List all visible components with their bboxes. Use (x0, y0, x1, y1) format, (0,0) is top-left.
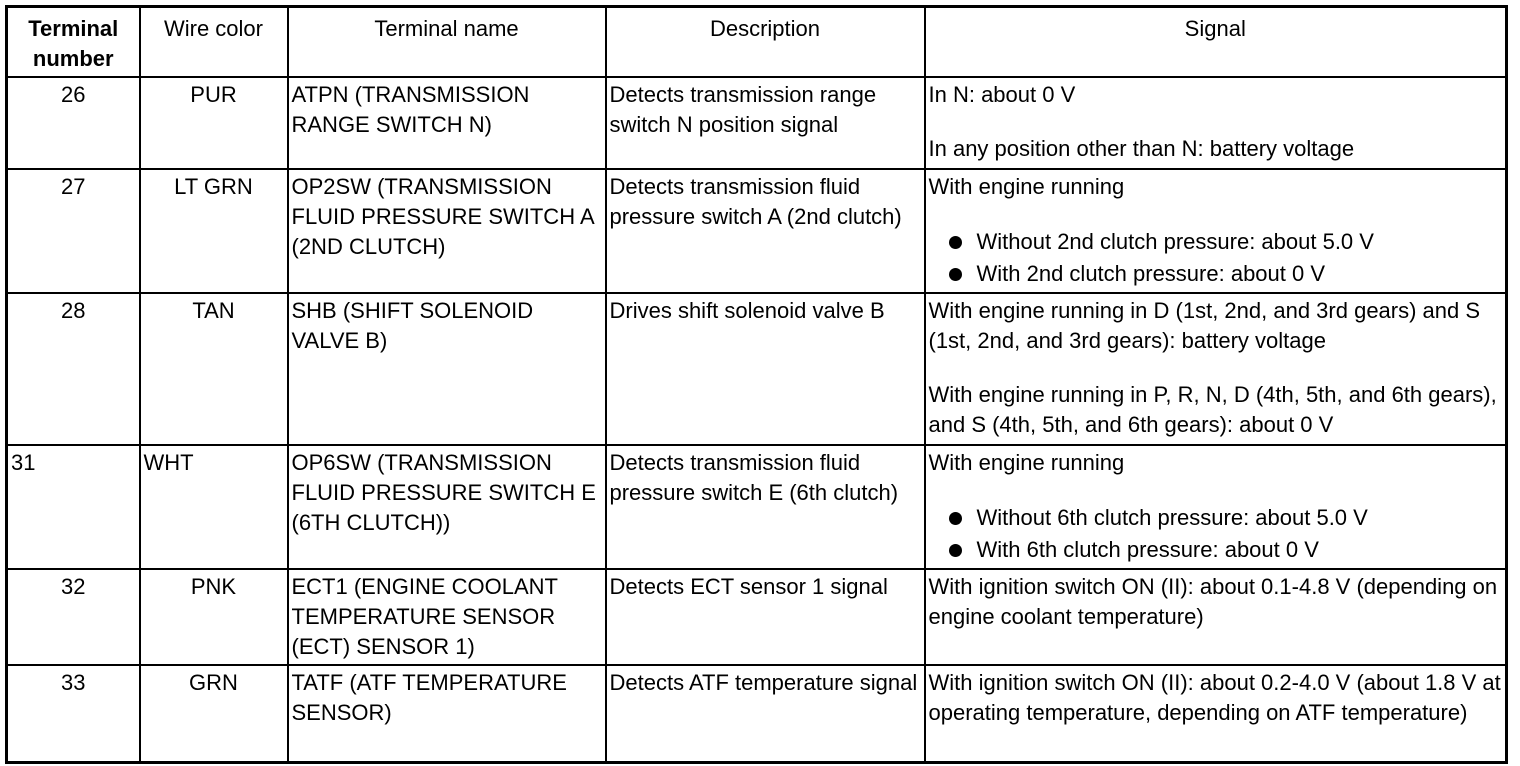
wire-color-cell: TAN (138, 292, 289, 446)
terminal-table-container: Terminal number Wire color Terminal name… (5, 5, 1508, 764)
header-signal: Signal (923, 5, 1508, 78)
terminal-name-cell: ATPN (TRANSMISSION RANGE SWITCH N) (286, 76, 607, 170)
description-cell: Detects transmission fluid pressure swit… (604, 444, 926, 570)
signal-paragraph: With engine running (928, 174, 1125, 199)
signal-paragraph: With ignition switch ON (II): about 0.2-… (928, 670, 1501, 725)
terminal-number-cell: 32 (5, 568, 141, 666)
header-wire-color: Wire color (138, 5, 289, 78)
signal-paragraph: With ignition switch ON (II): about 0.1-… (928, 574, 1498, 629)
signal-paragraph: In N: about 0 V (928, 82, 1076, 107)
signal-paragraph: With engine running in D (1st, 2nd, and … (928, 298, 1481, 353)
signal-bullet-item: Without 6th clutch pressure: about 5.0 V (929, 502, 1503, 534)
signal-paragraph: In any position other than N: battery vo… (928, 136, 1355, 161)
header-description: Description (604, 5, 926, 78)
signal-cell: With ignition switch ON (II): about 0.2-… (923, 664, 1508, 763)
terminal-number-cell: 26 (5, 76, 141, 170)
table-header-row: Terminal number Wire color Terminal name… (5, 5, 1508, 78)
terminal-number-cell: 31 (5, 444, 141, 570)
terminal-number-cell: 28 (5, 292, 141, 446)
wire-color-cell: PUR (138, 76, 289, 170)
terminal-name-cell: OP2SW (TRANSMISSION FLUID PRESSURE SWITC… (286, 168, 607, 294)
description-cell: Detects ATF temperature signal (604, 664, 926, 763)
terminal-number-cell: 33 (5, 664, 141, 763)
signal-bullet-item: Without 2nd clutch pressure: about 5.0 V (929, 226, 1503, 258)
terminal-name-cell: TATF (ATF TEMPERATURE SENSOR) (286, 664, 607, 763)
description-cell: Detects transmission fluid pressure swit… (604, 168, 926, 294)
signal-paragraph: With engine running (928, 450, 1125, 475)
wire-color-cell: WHT (138, 444, 289, 570)
signal-bullet-item: With 6th clutch pressure: about 0 V (929, 534, 1503, 566)
header-terminal-number: Terminal number (5, 5, 141, 78)
terminal-name-cell: SHB (SHIFT SOLENOID VALVE B) (286, 292, 607, 446)
signal-paragraph: With engine running in P, R, N, D (4th, … (928, 382, 1497, 437)
signal-bullet-list: Without 2nd clutch pressure: about 5.0 V… (929, 226, 1503, 290)
signal-bullet-list: Without 6th clutch pressure: about 5.0 V… (929, 502, 1503, 566)
description-cell: Detects transmission range switch N posi… (604, 76, 926, 170)
description-cell: Drives shift solenoid valve B (604, 292, 926, 446)
terminal-table: Terminal number Wire color Terminal name… (5, 5, 1508, 764)
terminal-name-cell: ECT1 (ENGINE COOLANT TEMPERATURE SENSOR … (286, 568, 607, 666)
wire-color-cell: PNK (138, 568, 289, 666)
wire-color-cell: GRN (138, 664, 289, 763)
description-cell: Detects ECT sensor 1 signal (604, 568, 926, 666)
terminal-number-cell: 27 (5, 168, 141, 294)
signal-cell: In N: about 0 V In any position other tha… (923, 76, 1508, 170)
wire-color-cell: LT GRN (138, 168, 289, 294)
header-terminal-name: Terminal name (286, 5, 607, 78)
terminal-name-cell: OP6SW (TRANSMISSION FLUID PRESSURE SWITC… (286, 444, 607, 570)
signal-bullet-item: With 2nd clutch pressure: about 0 V (929, 258, 1503, 290)
signal-cell: With engine running in D (1st, 2nd, and … (923, 292, 1508, 446)
signal-cell: With ignition switch ON (II): about 0.1-… (923, 568, 1508, 666)
